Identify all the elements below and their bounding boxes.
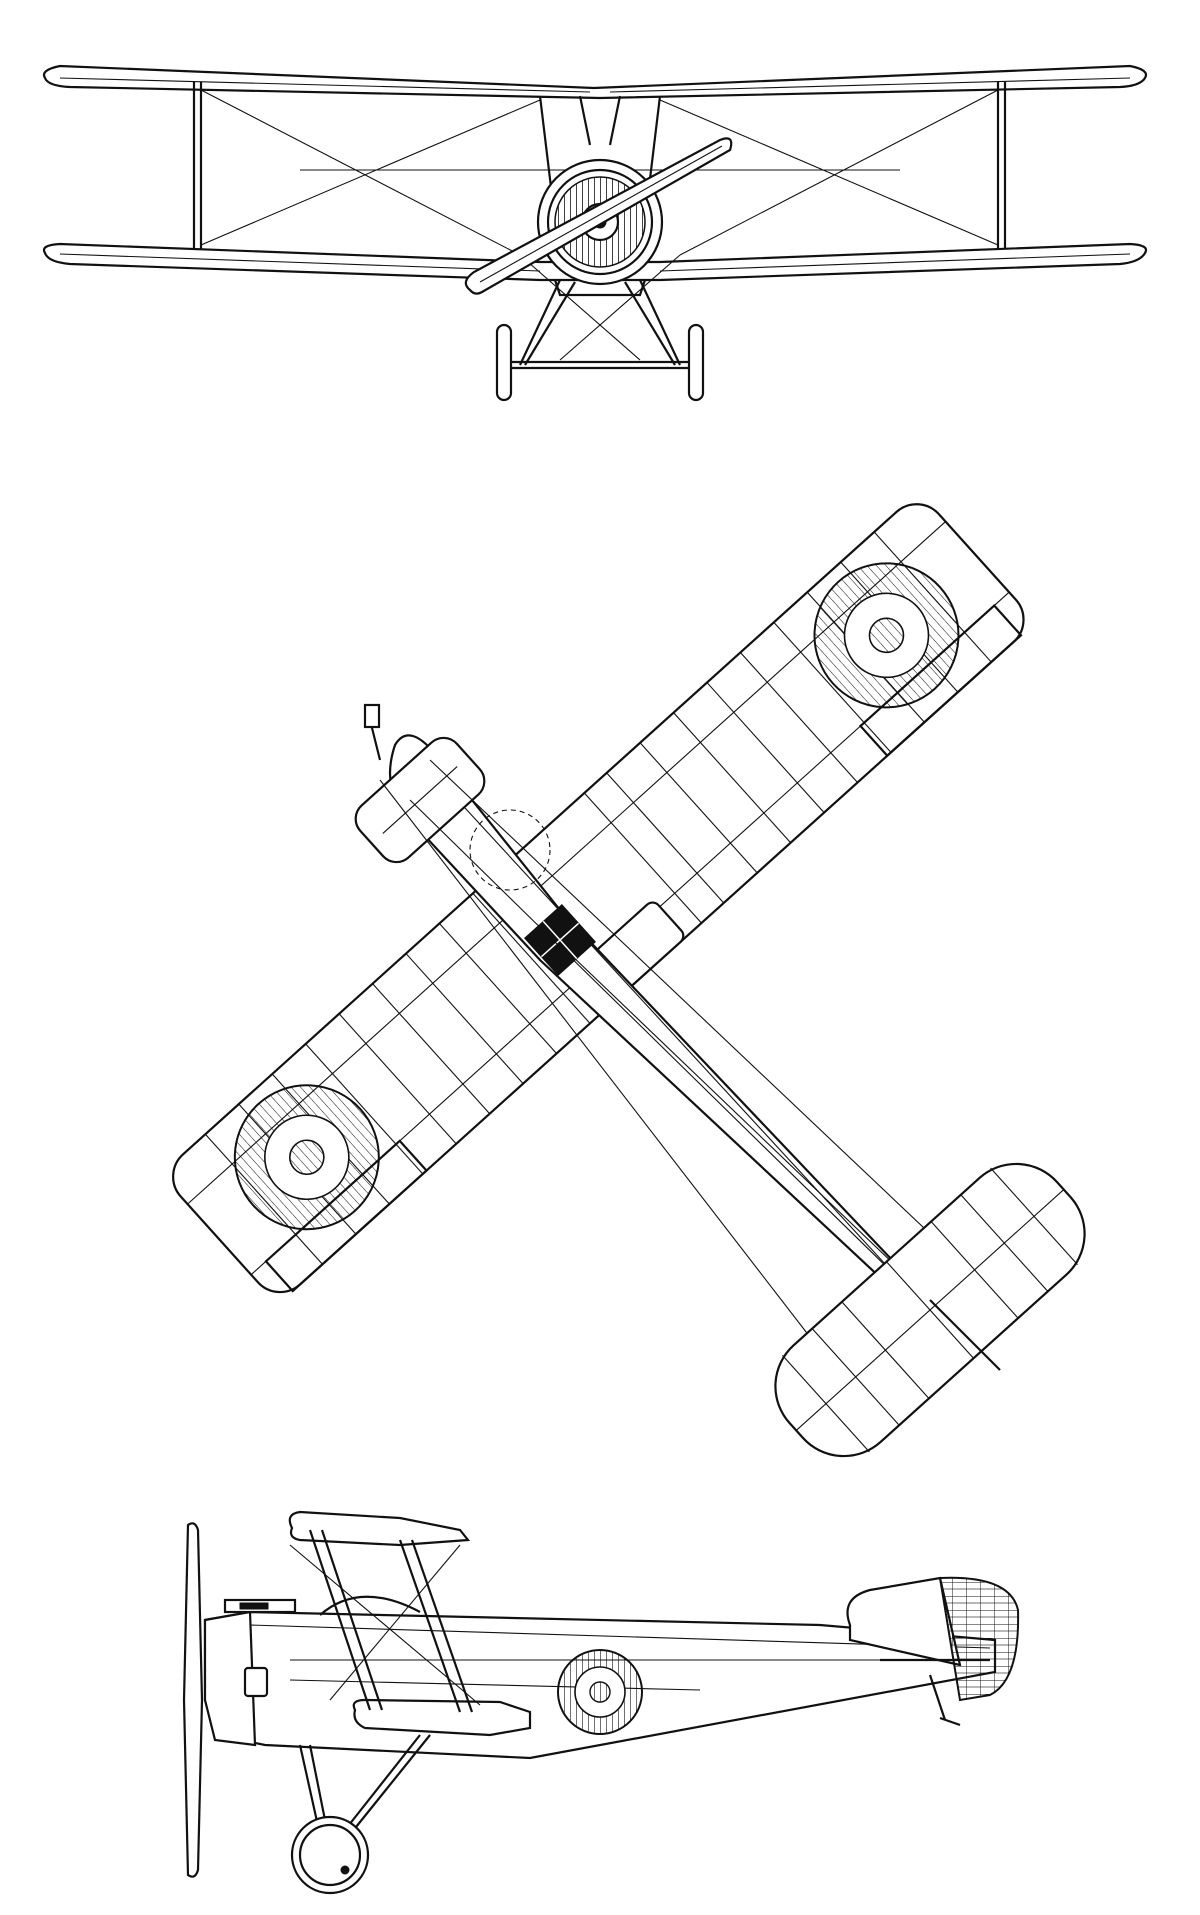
undercarriage <box>510 279 690 370</box>
wheel-side <box>290 1815 370 1895</box>
front-view-drawing <box>42 64 1148 402</box>
left-wheel <box>495 323 513 402</box>
lower-wing-side <box>352 1698 532 1737</box>
wing-roundel-right <box>813 562 960 709</box>
side-view <box>0 1500 1200 1915</box>
plan-view <box>0 440 1200 1490</box>
upper-wing-side <box>288 1510 471 1547</box>
side-view-drawing <box>182 1510 1020 1895</box>
wing-roundel-left <box>233 1084 380 1231</box>
fuselage-plan <box>354 703 932 1312</box>
tailplane-plan <box>774 1162 1086 1458</box>
right-wheel <box>687 323 705 402</box>
upper-wing <box>42 64 1148 100</box>
front-view <box>0 0 1200 420</box>
propeller-side <box>182 1522 204 1878</box>
plan-view-drawing <box>172 503 1086 1458</box>
fuselage-roundel <box>557 1649 643 1735</box>
interplane-struts-side <box>308 1529 474 1713</box>
rudder <box>938 1576 1020 1702</box>
